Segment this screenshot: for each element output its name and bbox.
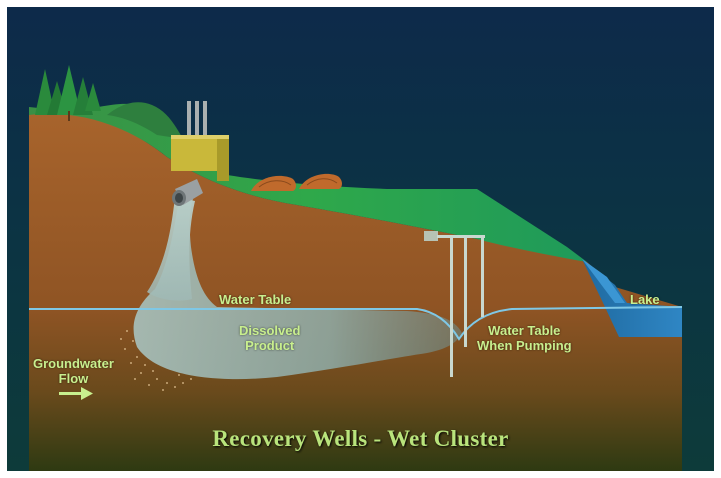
flow-arrow-icon — [59, 387, 93, 400]
factory-icon — [171, 101, 229, 181]
groundwater-flow-label-line2: Flow — [58, 371, 89, 386]
water-table-pumping-label-line2: When Pumping — [477, 338, 572, 353]
dissolved-product-label-line2: Product — [245, 338, 295, 353]
drain-pipe-icon — [172, 179, 203, 206]
leak-stream — [147, 197, 195, 301]
tree-icon — [35, 65, 101, 121]
lake-label: Lake — [630, 292, 660, 307]
water-table-pumping-label-line1: Water Table — [488, 323, 561, 338]
lake-water — [582, 259, 682, 337]
groundwater-flow-label: Groundwater Flow — [33, 356, 114, 386]
diagram-slide: Water Table Dissolved Product Water Tabl… — [7, 7, 714, 471]
diagram-title: Recovery Wells - Wet Cluster — [212, 426, 509, 451]
soil-mound — [251, 173, 342, 191]
dissolved-product-label: Dissolved Product — [239, 323, 300, 353]
particle-spray — [120, 330, 192, 391]
water-table-line — [29, 306, 683, 341]
water-table-pumping-label: Water Table When Pumping — [477, 323, 572, 353]
diagram-artwork — [7, 7, 714, 471]
groundwater-flow-label-line1: Groundwater — [33, 356, 114, 371]
dissolved-product-plume — [133, 199, 463, 380]
dissolved-product-label-line1: Dissolved — [239, 323, 301, 338]
recovery-well-icon — [424, 231, 485, 377]
water-table-label: Water Table — [219, 292, 292, 307]
